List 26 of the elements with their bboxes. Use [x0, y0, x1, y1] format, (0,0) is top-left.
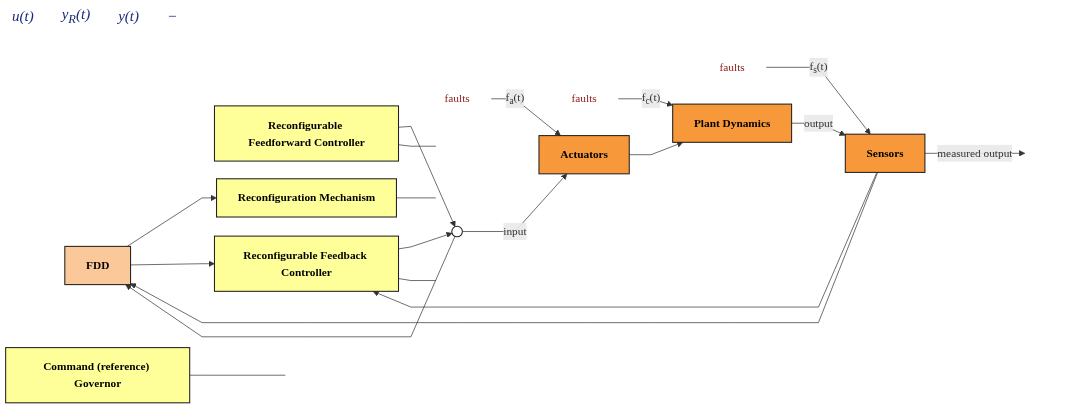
- node-box: Plant Dynamics: [672, 103, 793, 143]
- edge-label: measured output: [937, 146, 1013, 159]
- node-box: Reconfigurable Feedback Controller: [213, 235, 400, 292]
- node-circle: [451, 225, 463, 238]
- edge-label: f$_{a}$(t): [505, 91, 525, 107]
- connector: [398, 278, 437, 281]
- edge-label: output: [803, 116, 833, 129]
- connector: [396, 197, 437, 199]
- math-label: y(t): [118, 7, 139, 25]
- connector: [398, 144, 437, 147]
- edge-label: input: [503, 225, 527, 238]
- node-box: FDD: [64, 245, 132, 286]
- node-text: faults: [571, 92, 597, 105]
- node-box: Sensors: [844, 133, 926, 173]
- node-text: faults: [719, 60, 745, 73]
- math-label: u(t): [12, 7, 34, 25]
- math-label: −: [167, 7, 178, 25]
- node-box: Reconfiguration Mechanism: [216, 178, 397, 218]
- node-box: Command (reference) Governor: [5, 347, 191, 404]
- connector: [189, 374, 286, 376]
- edge-label: f$_{s}$(t): [809, 59, 828, 75]
- node-text: faults: [444, 92, 470, 105]
- node-box: Actuators: [538, 135, 630, 175]
- math-label: y$_{R}$(t): [61, 5, 91, 27]
- edge-label: f$_{c}$(t): [641, 91, 661, 107]
- node-box: Reconfigurable Feedforward Controller: [213, 105, 400, 162]
